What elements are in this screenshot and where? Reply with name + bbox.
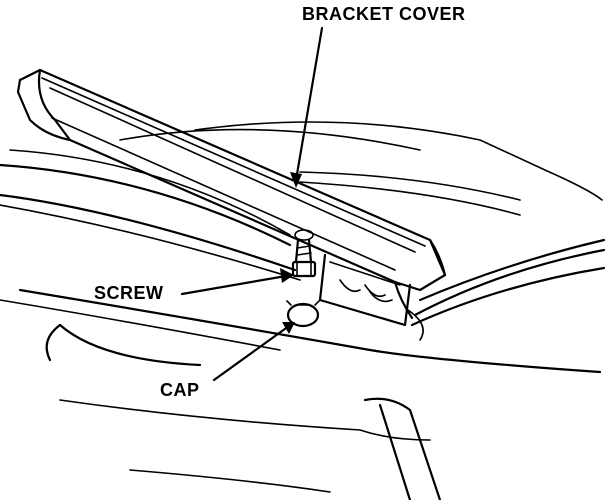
bracket-cover — [16, 68, 447, 320]
bracket-cover-label: BRACKET COVER — [302, 4, 466, 24]
cap — [286, 300, 320, 328]
bracket-cover-arrowhead — [290, 172, 302, 188]
screw-label: SCREW — [94, 283, 164, 303]
screw-arrowhead — [280, 268, 294, 283]
screw — [291, 229, 317, 278]
cap-arrowhead — [282, 322, 295, 334]
leader-arrows — [180, 26, 324, 382]
cap-label: CAP — [160, 380, 200, 400]
headliner-panel — [0, 149, 602, 500]
bracket — [318, 253, 412, 327]
roof-outline — [119, 121, 603, 216]
side-trim — [407, 238, 606, 341]
